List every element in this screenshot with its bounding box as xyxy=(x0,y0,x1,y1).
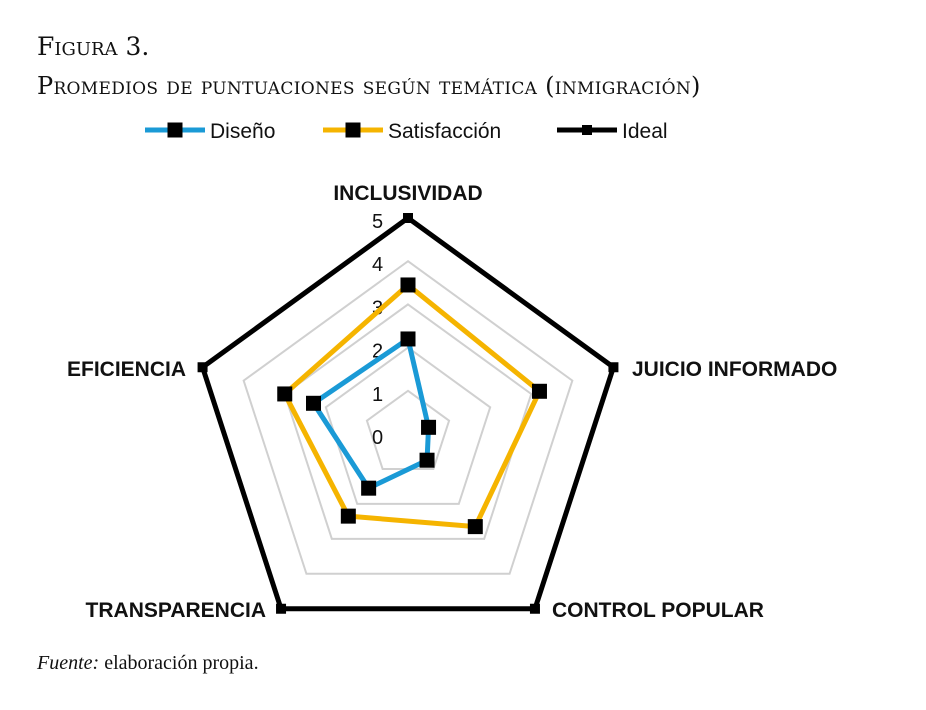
figure-title: Promedios de puntuaciones según temática… xyxy=(37,72,701,100)
tick-label: 0 xyxy=(372,427,383,449)
source-prefix: Fuente: xyxy=(37,652,100,674)
legend-label: Ideal xyxy=(622,120,668,143)
data-point xyxy=(306,395,322,411)
legend-label: Satisfacción xyxy=(388,120,501,143)
legend-marker xyxy=(345,122,361,138)
series-line-ideal xyxy=(199,214,617,612)
data-point xyxy=(419,452,435,468)
axis-label: JUICIO INFORMADO xyxy=(632,358,837,381)
data-point xyxy=(400,277,416,293)
tick-label: 4 xyxy=(372,254,383,276)
axis-label: INCLUSIVIDAD xyxy=(333,182,482,205)
data-point xyxy=(421,419,437,435)
data-point xyxy=(467,519,483,535)
data-point xyxy=(197,362,208,373)
tick-label: 5 xyxy=(372,211,383,233)
tick-label: 2 xyxy=(372,341,383,363)
legend-label: Diseño xyxy=(210,120,275,143)
tick-label: 1 xyxy=(372,384,383,406)
data-point xyxy=(403,213,413,223)
figure-label: Figura 3. xyxy=(37,32,150,61)
data-point xyxy=(340,508,356,524)
data-point xyxy=(277,386,293,402)
data-point xyxy=(531,383,547,399)
source-text: elaboración propia. xyxy=(99,652,259,674)
grid-ring-4 xyxy=(242,259,574,575)
legend-marker xyxy=(582,125,592,135)
tick-label: 3 xyxy=(372,297,383,319)
data-point xyxy=(276,603,287,614)
axis-label: CONTROL POPULAR xyxy=(552,599,764,622)
grid-ring-2 xyxy=(324,346,492,505)
figure-source: Fuente: elaboración propia. xyxy=(37,652,259,675)
series-line-satisfacción xyxy=(281,281,543,530)
data-point xyxy=(608,362,619,373)
data-point xyxy=(361,480,377,496)
data-point xyxy=(529,603,540,614)
axis-label: EFICIENCIA xyxy=(67,358,186,381)
data-point xyxy=(400,331,416,347)
axis-label: TRANSPARENCIA xyxy=(86,599,266,622)
series-line-diseño xyxy=(310,334,432,492)
legend-marker xyxy=(167,122,183,138)
